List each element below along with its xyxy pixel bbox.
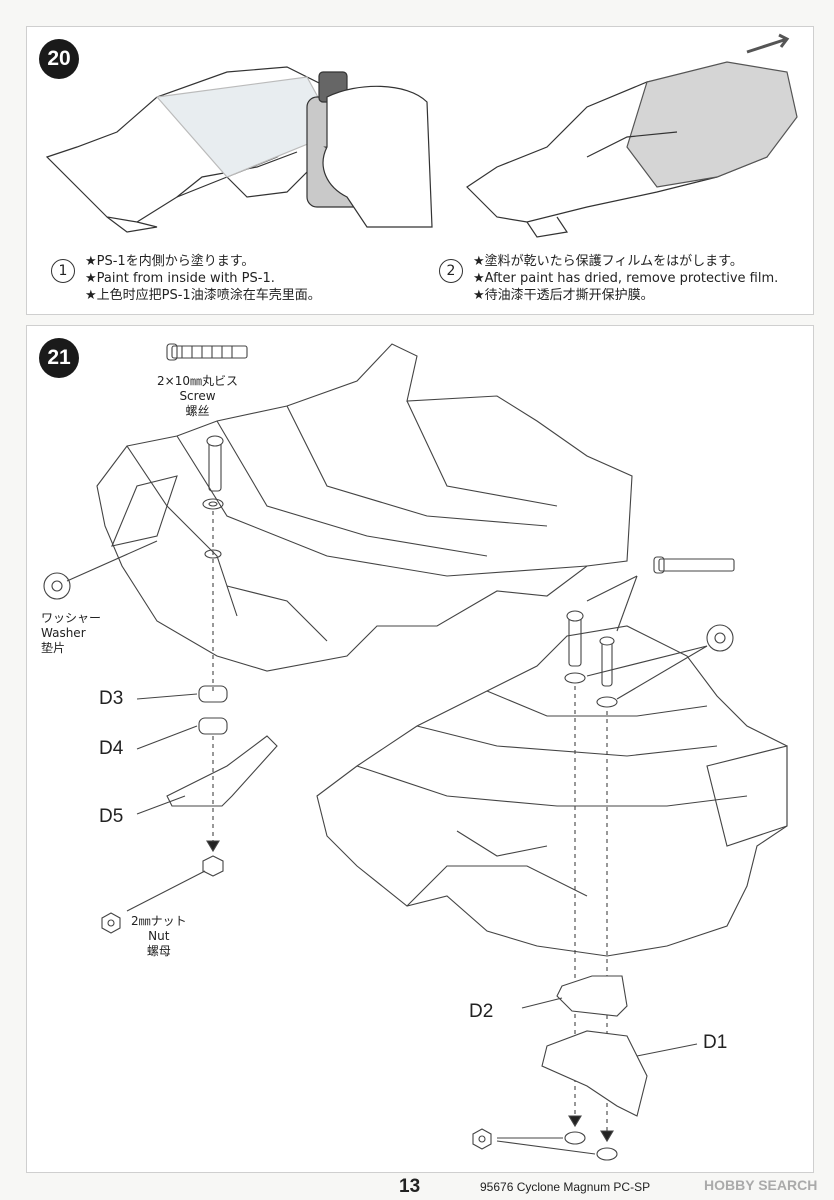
instruction-2-number: 2	[439, 259, 463, 283]
screw-label-en: Screw	[179, 389, 216, 403]
part-d5-label: D5	[99, 806, 124, 827]
part-d3-label: D3	[99, 688, 124, 709]
car-body-top	[96, 343, 633, 672]
instruction-2-en: ★After paint has dried, remove protectiv…	[473, 271, 779, 286]
nut-label-zh: 螺母	[146, 944, 171, 958]
step-21-panel: 21	[26, 325, 814, 1173]
instruction-1-ja: ★PS-1を内側から塗ります。	[85, 254, 255, 269]
screw-label-zh: 螺丝	[185, 404, 210, 418]
screw-label: 2×10㎜丸ビス Screw 螺丝	[157, 374, 238, 419]
washer-label-ja: ワッシャー	[41, 611, 102, 625]
watermark: HOBBY SEARCH	[704, 1177, 818, 1193]
step-21-illustration	[43, 343, 788, 1161]
nut-label-ja: 2㎜ナット	[131, 914, 187, 928]
screw-label-ja: 2×10㎜丸ビス	[157, 374, 238, 388]
screw-diagram	[171, 345, 248, 359]
nut-label: 2㎜ナット Nut 螺母	[131, 914, 187, 959]
instruction-2-zh: ★待油漆干透后才撕开保护膜。	[473, 288, 654, 303]
washer-label-en: Washer	[41, 626, 86, 640]
model-name: 95676 Cyclone Magnum PC-SP	[480, 1180, 651, 1194]
part-d1-shape	[541, 1030, 648, 1117]
part-d2-shape	[556, 975, 628, 1017]
instruction-1-zh: ★上色时应把PS-1油漆喷涂在车壳里面。	[85, 288, 321, 303]
page-footer: 13 95676 Cyclone Magnum PC-SP HOBBY SEAR…	[0, 1172, 834, 1200]
instruction-2: ★塗料が乾いたら保護フィルムをはがします。 ★After paint has d…	[473, 253, 778, 304]
washer-label-zh: 垫片	[41, 641, 66, 655]
step-20-illustration	[45, 33, 798, 238]
instruction-1-number: 1	[51, 259, 75, 283]
instruction-1-en: ★Paint from inside with PS-1.	[85, 271, 275, 286]
part-d2-label: D2	[469, 1001, 494, 1022]
instruction-2-ja: ★塗料が乾いたら保護フィルムをはがします。	[473, 254, 743, 269]
part-d1-label: D1	[703, 1032, 728, 1053]
part-d4-label: D4	[99, 738, 124, 759]
step-21-badge: 21	[39, 338, 79, 378]
part-d5-shape	[166, 735, 278, 807]
step-20-panel: 20 1 ★PS-1を内側から塗ります。 ★Paint from ins	[26, 26, 814, 315]
hand-icon	[322, 85, 433, 228]
page-number: 13	[399, 1176, 421, 1197]
washer-label: ワッシャー Washer 垫片	[41, 611, 101, 656]
nut-label-en: Nut	[148, 929, 170, 943]
car-body-bottom	[316, 625, 788, 957]
instruction-1: ★PS-1を内側から塗ります。 ★Paint from inside with …	[85, 253, 321, 304]
step-20-badge: 20	[39, 39, 79, 79]
